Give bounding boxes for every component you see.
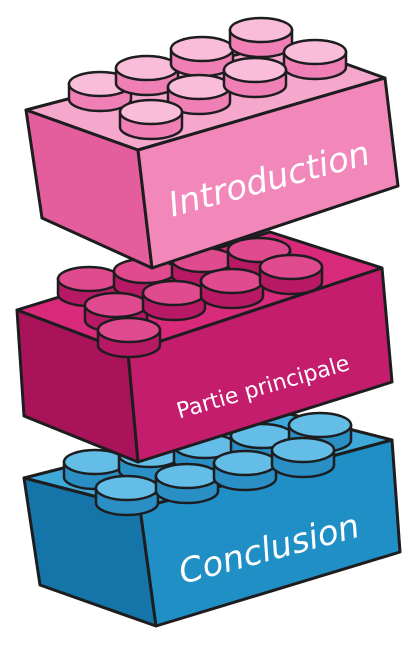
stud [169, 35, 235, 78]
brick-introduction-studs [67, 16, 348, 141]
stud [282, 38, 348, 81]
stud [141, 279, 207, 322]
stud [212, 449, 278, 492]
brick-partie-principale-right-face [126, 266, 394, 464]
stud [62, 448, 128, 491]
stud [258, 253, 324, 296]
stud [118, 98, 184, 141]
stud [270, 436, 336, 479]
stud [96, 316, 162, 359]
stud [199, 267, 265, 310]
brick-conclusion: Conclusion [22, 410, 402, 628]
brick-conclusion-studs [62, 411, 353, 517]
brick-introduction: Introduction [24, 16, 400, 270]
brick-partie-principale-studs [56, 236, 324, 359]
brick-partie-principale: Partie principale [15, 230, 394, 464]
stud [228, 16, 294, 59]
stud [94, 474, 160, 517]
stud [114, 54, 180, 97]
stud [222, 56, 288, 99]
brick-introduction-right-face [136, 76, 400, 270]
stud [154, 462, 220, 505]
